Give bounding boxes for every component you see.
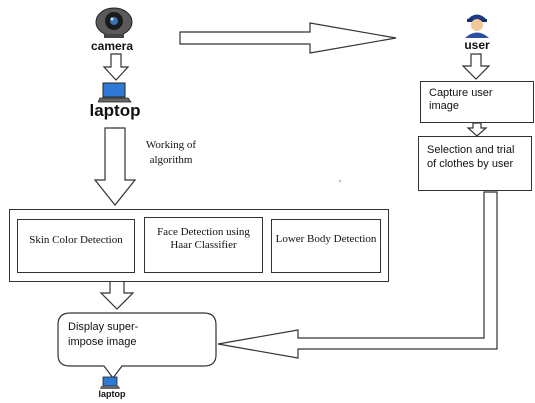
arrow-selection-to-display bbox=[217, 191, 498, 359]
skin-color-detection-box: Skin Color Detection bbox=[17, 219, 135, 273]
user-icon bbox=[465, 14, 489, 38]
arrow-user-to-capture bbox=[461, 53, 491, 80]
capture-user-image-box: Capture user image bbox=[420, 81, 534, 123]
selection-trial-box: Selection and trial of clothes by user bbox=[418, 136, 532, 191]
arrow-camera-to-laptop bbox=[102, 53, 130, 81]
user-label: user bbox=[464, 38, 490, 52]
face-detection-text: Face Detection using Haar Classifier bbox=[157, 226, 250, 251]
webcam-icon bbox=[95, 7, 133, 38]
laptop-bottom-label: laptop bbox=[98, 389, 126, 399]
capture-user-image-text: Capture user image bbox=[429, 87, 493, 112]
arrow-laptop-to-algorithm bbox=[93, 127, 137, 206]
camera-label: camera bbox=[90, 39, 134, 53]
user-node: user bbox=[450, 6, 504, 52]
arrow-capture-to-selection bbox=[466, 122, 488, 137]
laptop-node-bottom: laptop bbox=[92, 376, 138, 403]
arrow-camera-to-user bbox=[179, 22, 397, 54]
skin-color-detection-text: Skin Color Detection bbox=[29, 234, 123, 246]
lower-body-detection-box: Lower Body Detection bbox=[271, 219, 381, 273]
face-detection-box: Face Detection using Haar Classifier bbox=[144, 217, 263, 273]
display-superimpose-text: Display super-impose image bbox=[68, 321, 139, 348]
arrow-algorithm-to-display bbox=[99, 280, 135, 310]
laptop-node-top: laptop bbox=[80, 82, 150, 122]
laptop-icon bbox=[98, 82, 132, 103]
laptop-icon-bottom bbox=[100, 376, 120, 389]
lower-body-detection-text: Lower Body Detection bbox=[275, 233, 377, 245]
working-of-algorithm-label: Working of algorithm bbox=[145, 139, 197, 166]
camera-node: camera bbox=[82, 6, 142, 54]
selection-trial-text: Selection and trial of clothes by user bbox=[427, 144, 515, 170]
laptop-top-label: laptop bbox=[89, 101, 141, 120]
